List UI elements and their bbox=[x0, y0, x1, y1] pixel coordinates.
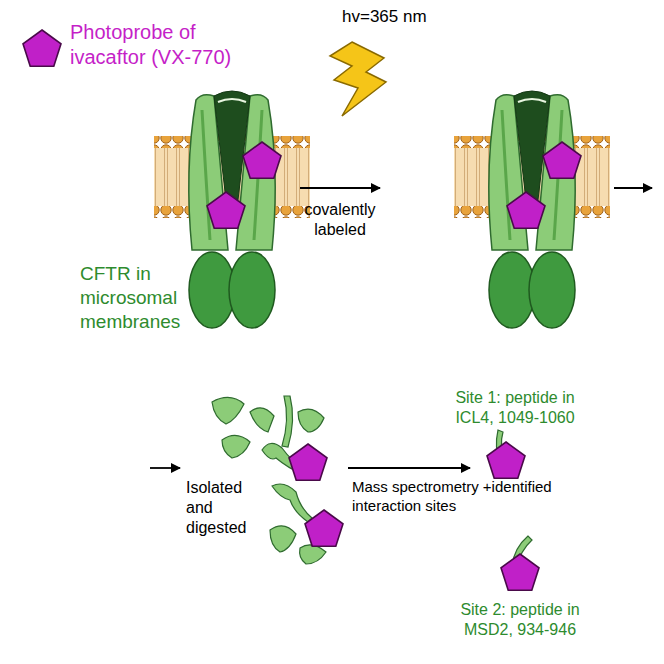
photoprobe bbox=[507, 192, 545, 228]
sample-label: CFTR in microsomal membranes bbox=[80, 262, 188, 333]
legend-pentagon bbox=[23, 30, 61, 66]
step-label: covalently labeled bbox=[295, 200, 385, 240]
photoprobe bbox=[243, 142, 281, 178]
arrow bbox=[614, 187, 652, 189]
photoprobe bbox=[305, 510, 343, 546]
photoprobe bbox=[543, 142, 581, 178]
arrow bbox=[348, 467, 470, 469]
cftr-protein bbox=[454, 91, 610, 328]
wavelength-label: hv=365 nm bbox=[342, 6, 427, 27]
lightning-bolt bbox=[330, 42, 386, 116]
cftr-protein bbox=[154, 91, 310, 328]
photoprobe bbox=[207, 192, 245, 228]
site-label: Site 1: peptide in ICL4, 1049-1060 bbox=[440, 388, 590, 428]
legend-text: Photoprobe of ivacaftor (VX-770) bbox=[70, 20, 265, 70]
step-label: Isolated and digested bbox=[186, 478, 258, 538]
photoprobe bbox=[501, 554, 539, 590]
step-label: Mass spectrometry +identified interactio… bbox=[352, 478, 558, 516]
photoprobe bbox=[487, 442, 525, 478]
site-label: Site 2: peptide in MSD2, 934-946 bbox=[445, 600, 595, 640]
arrow bbox=[150, 467, 180, 469]
photoprobe bbox=[289, 444, 327, 480]
arrow bbox=[300, 187, 380, 189]
